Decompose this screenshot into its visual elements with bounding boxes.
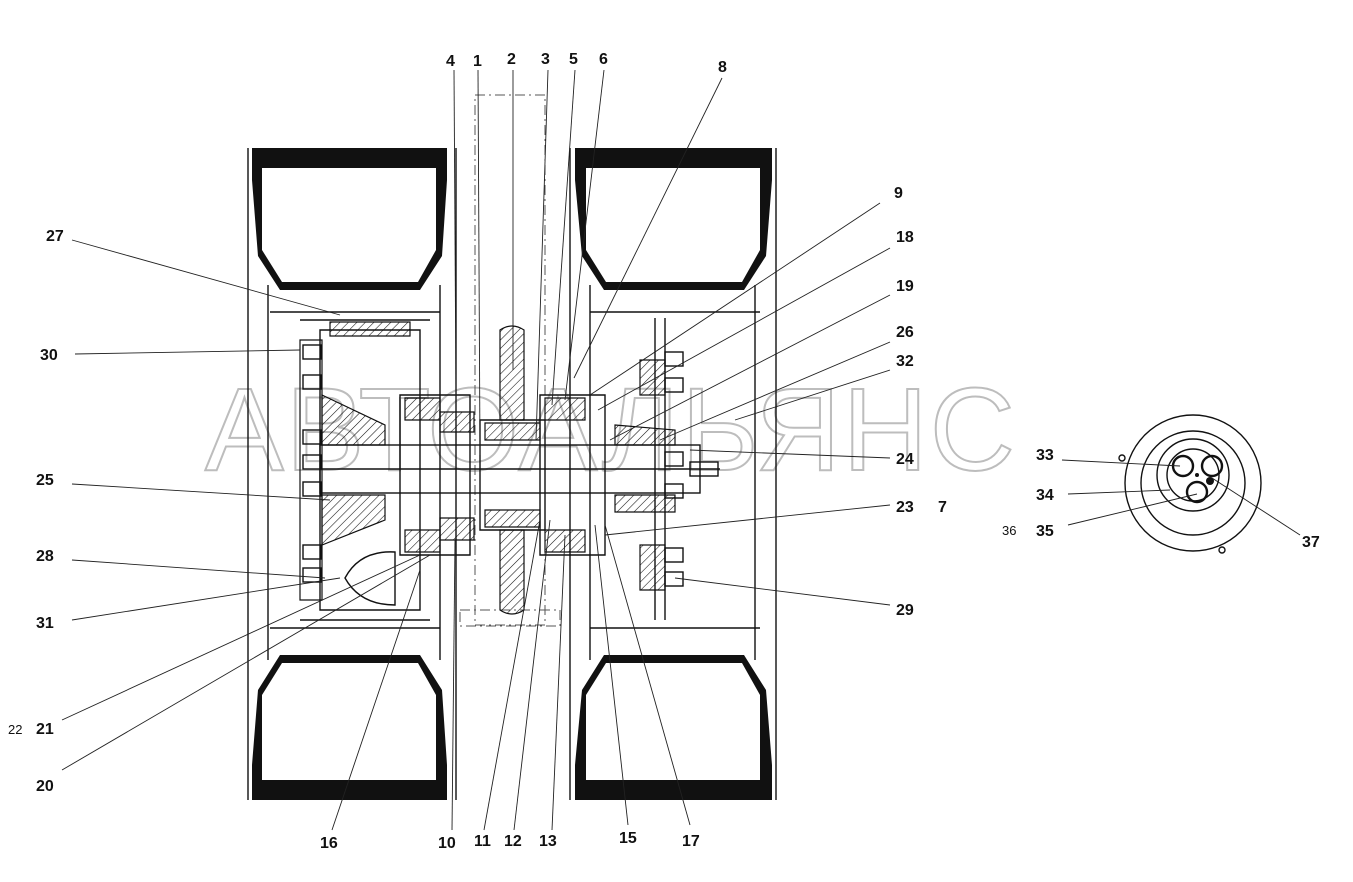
leader-lines xyxy=(61,69,1301,831)
callout-21: 21 xyxy=(36,721,54,738)
right-wheel xyxy=(539,148,777,800)
callout-31: 31 xyxy=(36,615,54,632)
callout-17: 17 xyxy=(682,833,700,850)
callout-37: 37 xyxy=(1302,534,1320,551)
callout-18: 18 xyxy=(896,229,914,246)
callout-34: 34 xyxy=(1036,487,1054,504)
callout-13: 13 xyxy=(539,833,557,850)
callout-32: 32 xyxy=(896,353,914,370)
callout-35: 35 xyxy=(1036,523,1054,540)
callout-36: 36 xyxy=(1002,523,1016,538)
left-wheel xyxy=(247,148,475,800)
callout-29: 29 xyxy=(896,602,914,619)
callout-26: 26 xyxy=(896,324,914,341)
callout-19: 19 xyxy=(896,278,914,295)
callout-28: 28 xyxy=(36,548,54,565)
left-tyre-top xyxy=(252,148,447,290)
callout-15: 15 xyxy=(619,830,637,847)
callout-5: 5 xyxy=(569,51,578,68)
callout-2: 2 xyxy=(507,51,516,68)
callout-22: 22 xyxy=(8,722,22,737)
callout-8: 8 xyxy=(718,59,727,76)
callout-11: 11 xyxy=(474,833,491,850)
callout-6: 6 xyxy=(599,51,608,68)
callout-10: 10 xyxy=(438,835,456,852)
callout-30: 30 xyxy=(40,347,58,364)
callout-20: 20 xyxy=(36,778,54,795)
callout-25: 25 xyxy=(36,472,54,489)
left-tyre-bottom xyxy=(252,655,447,800)
right-tyre-bottom xyxy=(575,655,772,800)
callout-24: 24 xyxy=(896,451,914,468)
callout-27: 27 xyxy=(46,228,64,245)
center-sprocket xyxy=(319,94,720,627)
callout-labels: 4 1 2 3 5 6 8 9 18 19 26 32 24 23 7 29 2… xyxy=(8,51,1320,852)
right-tyre-top xyxy=(575,148,772,290)
callout-23: 23 xyxy=(896,499,914,516)
callout-3: 3 xyxy=(541,51,550,68)
callout-4: 4 xyxy=(446,53,455,70)
callout-12: 12 xyxy=(504,833,522,850)
hub-side-view xyxy=(1118,414,1262,554)
callout-7: 7 xyxy=(938,499,947,516)
callout-16: 16 xyxy=(320,835,338,852)
callout-9: 9 xyxy=(894,185,903,202)
callout-33: 33 xyxy=(1036,447,1054,464)
callout-1: 1 xyxy=(473,53,482,70)
